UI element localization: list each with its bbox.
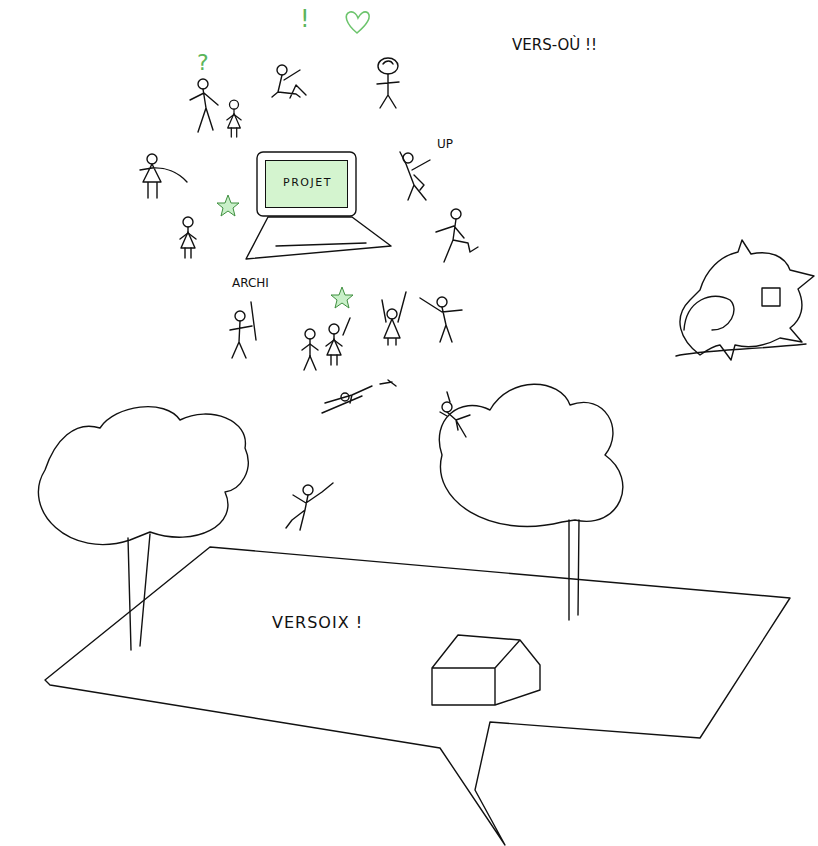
laptop-screen-frame xyxy=(257,152,356,216)
stick-figure-jumping xyxy=(286,483,333,530)
tree-trunk xyxy=(128,534,150,650)
stick-figure-running xyxy=(436,209,478,262)
plot-outline xyxy=(40,540,810,846)
stick-figure-cape xyxy=(140,154,187,198)
stick-figure-big-head xyxy=(377,58,399,108)
star-symbol xyxy=(331,287,353,308)
plot-outline-path xyxy=(45,547,790,845)
stick-figure xyxy=(302,329,318,370)
site-plot: VERSOIX ! xyxy=(40,540,810,846)
sketch-label: ? xyxy=(197,50,209,75)
star-symbol xyxy=(217,195,239,216)
tree-crown xyxy=(439,384,623,526)
raised-arm xyxy=(343,318,350,335)
stick-figure-with-stick xyxy=(230,302,256,358)
sketch-label: VERS-OÙ !! xyxy=(512,36,597,54)
house-symbol xyxy=(432,635,540,705)
node-text: VERSOIX ! xyxy=(272,613,363,632)
laptop-base xyxy=(246,217,391,259)
node-text: PROJET xyxy=(266,176,349,189)
sketch-label: ARCHI xyxy=(232,276,269,290)
stick-figure-dancing xyxy=(400,152,430,200)
stick-figure xyxy=(326,324,342,365)
stick-figure-child xyxy=(227,100,241,137)
tree-crown xyxy=(38,407,248,545)
stick-figure xyxy=(180,217,196,258)
stick-figure-waving xyxy=(382,292,406,345)
sketch-label: ! xyxy=(300,5,310,33)
heart-symbol xyxy=(346,12,369,33)
stick-figure xyxy=(190,79,218,132)
laptop-keyboard-line xyxy=(276,243,366,246)
sketch-label: UP xyxy=(437,137,453,151)
tree-trunk xyxy=(569,520,579,620)
stick-figure-lying xyxy=(322,380,396,413)
snail-creature xyxy=(676,240,814,360)
stick-figure-pointing xyxy=(420,297,462,342)
screen-box: PROJET xyxy=(265,160,348,208)
stick-figure-sitting xyxy=(272,65,306,98)
stick-figure-climbing xyxy=(440,392,470,437)
